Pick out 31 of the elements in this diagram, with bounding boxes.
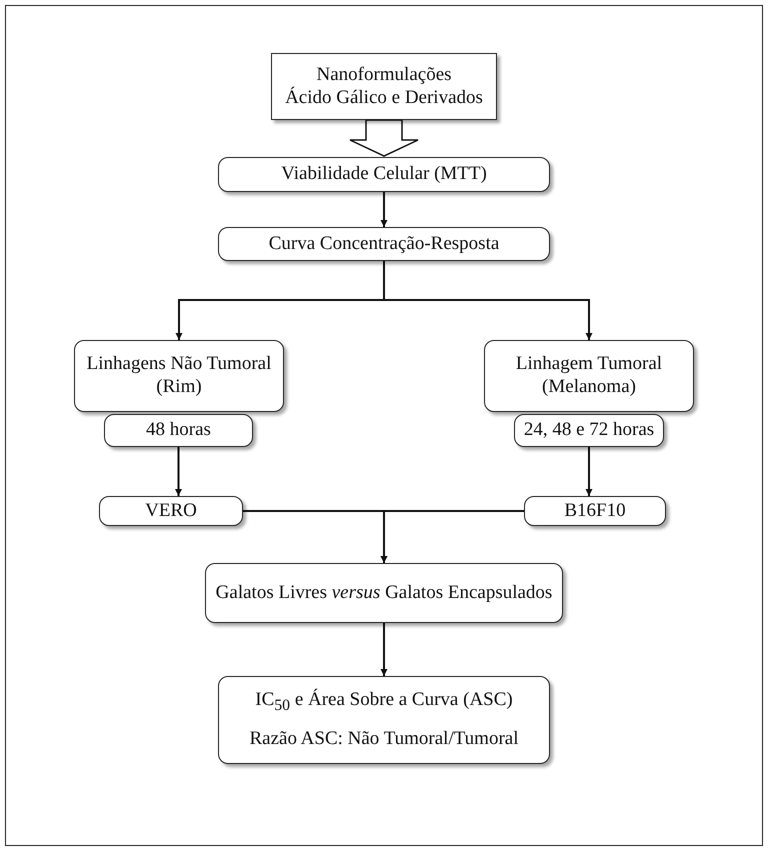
box-text: B16F10 [564, 500, 626, 522]
box-text: VERO [145, 500, 197, 522]
box-text: IC$_{50}$ e Área Sobre a Curva (ASC) [255, 689, 513, 716]
process-box [218, 676, 550, 764]
box-text: Viabilidade Celular (MTT) [281, 163, 487, 186]
box-text: 48 horas [146, 419, 211, 442]
box-text: 24, 48 e 72 horas [524, 419, 654, 442]
block-arrow [349, 119, 419, 157]
arrow [380, 192, 388, 227]
box-text: Linhagens Não Tumoral (Rim) [86, 353, 272, 399]
process-box [218, 227, 550, 261]
arrow [380, 510, 524, 563]
box-text: Ácido Gálico e Derivados [285, 86, 483, 110]
box-text: Curva Concentração-Resposta [268, 232, 500, 256]
process-box [205, 563, 563, 623]
box-text: Nanoformulações [316, 64, 452, 86]
box-text: Razão ASC: Não Tumoral/Tumoral [249, 728, 518, 751]
process-box [271, 53, 497, 120]
arrow [586, 447, 592, 496]
process-box [218, 157, 550, 192]
arrow [383, 261, 592, 340]
process-box [484, 340, 694, 412]
arrow [380, 623, 388, 676]
process-box [514, 414, 664, 447]
box-text: Galatos Livres versus Galatos Encapsulados [216, 582, 552, 604]
process-box [104, 414, 253, 447]
box-text: Linhagem Tumoral (Melanoma) [514, 353, 664, 399]
arrow [175, 447, 182, 496]
process-box [74, 340, 284, 412]
process-box [99, 496, 243, 526]
process-box [524, 496, 666, 526]
